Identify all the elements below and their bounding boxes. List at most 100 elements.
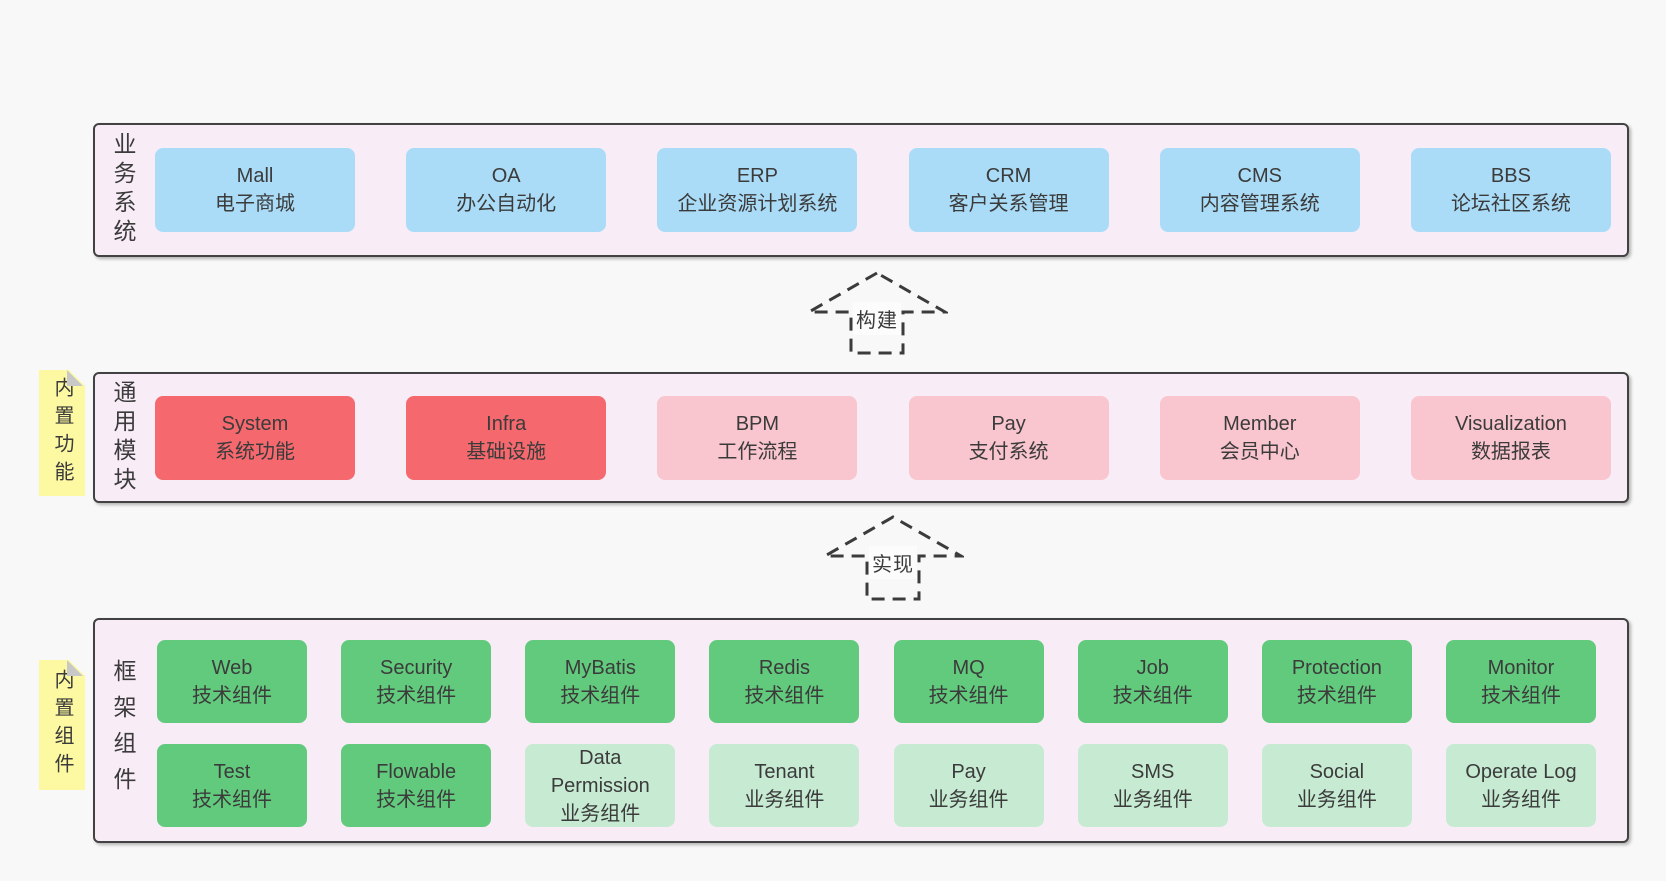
module-box-bpm: BPM 工作流程: [657, 395, 858, 480]
component-box-redis: Redis 技术组件: [709, 640, 860, 723]
module-title: ERP: [736, 165, 778, 187]
component-title: Monitor: [1487, 656, 1555, 679]
component-title: Security: [380, 656, 453, 679]
note-fold-corner-icon: [67, 370, 83, 386]
note-fold-corner-icon: [67, 660, 83, 676]
component-title: Web: [211, 656, 253, 679]
component-subtitle: 业务组件: [1296, 788, 1377, 811]
component-title: Test: [213, 760, 251, 783]
up-block-arrow-icon: [806, 271, 948, 355]
module-box-mall: Mall 电子商城: [155, 148, 355, 232]
component-subtitle: 业务组件: [744, 788, 825, 811]
builtin-components-note: 内置组件: [39, 660, 85, 790]
component-box-mybatis: MyBatis 技术组件: [525, 640, 676, 723]
component-box-flowable: Flowable 技术组件: [341, 744, 492, 827]
component-box-protection: Protection 技术组件: [1261, 640, 1412, 723]
business-systems-label: 业务系统: [110, 132, 136, 248]
component-box-security: Security 技术组件: [341, 640, 492, 723]
module-title: BBS: [1490, 165, 1531, 187]
module-title: CMS: [1237, 165, 1282, 187]
component-title: Pay: [951, 760, 986, 783]
common-modules-label: 通用模块: [110, 379, 136, 496]
component-subtitle: 业务组件: [560, 802, 641, 825]
component-box-monitor: Monitor 技术组件: [1445, 640, 1596, 723]
builtin-components-note-label: 内置组件: [51, 669, 73, 781]
component-box-sms: SMS 业务组件: [1077, 744, 1228, 827]
framework-components-container: 框架组件 Web 技术组件 Security 技术组件 MyBatis 技术组件…: [93, 618, 1629, 843]
module-box-erp: ERP 企业资源计划系统: [657, 148, 858, 232]
module-box-cms: CMS 内容管理系统: [1159, 148, 1360, 232]
module-title: System: [221, 412, 289, 435]
implement-arrow-label: 实现: [869, 546, 917, 579]
module-subtitle: 内容管理系统: [1199, 193, 1320, 215]
module-subtitle: 支付系统: [968, 440, 1049, 463]
build-arrow: 构建: [806, 270, 948, 356]
component-box-operate-log: Operate Log 业务组件: [1445, 744, 1596, 827]
component-subtitle: 技术组件: [192, 684, 272, 707]
build-arrow-label: 构建: [853, 302, 901, 335]
component-title: Job: [1136, 656, 1169, 679]
component-subtitle: 业务组件: [928, 788, 1009, 811]
module-subtitle: 电子商城: [215, 193, 295, 215]
component-subtitle: 业务组件: [1480, 788, 1561, 811]
module-subtitle: 会员中心: [1219, 440, 1300, 463]
framework-components-label: 框架组件: [110, 658, 136, 803]
component-box-web: Web 技术组件: [157, 640, 307, 723]
builtin-features-note-label: 内置功能: [51, 377, 73, 489]
component-title: MQ: [952, 656, 985, 679]
module-subtitle: 工作流程: [717, 440, 798, 463]
module-box-oa: OA 办公自动化: [406, 148, 607, 232]
component-box-mq: MQ 技术组件: [893, 640, 1044, 723]
component-box-test: Test 技术组件: [157, 744, 307, 827]
module-subtitle: 客户关系管理: [948, 193, 1069, 215]
component-box-data-permission: Data Permission 业务组件: [525, 744, 676, 827]
component-box-job: Job 技术组件: [1077, 640, 1228, 723]
component-subtitle: 技术组件: [376, 684, 457, 707]
component-subtitle: 技术组件: [376, 788, 457, 811]
framework-components-row-1: Web 技术组件 Security 技术组件 MyBatis 技术组件 Redi…: [157, 640, 1596, 723]
component-title: Data Permission: [550, 746, 650, 797]
module-subtitle: 系统功能: [215, 440, 295, 463]
builtin-features-note: 内置功能: [39, 370, 85, 496]
module-subtitle: 基础设施: [466, 440, 547, 463]
component-subtitle: 技术组件: [1296, 684, 1377, 707]
module-box-member: Member 会员中心: [1159, 395, 1360, 480]
component-subtitle: 技术组件: [1112, 684, 1193, 707]
module-box-bbs: BBS 论坛社区系统: [1410, 148, 1611, 232]
module-box-infra: Infra 基础设施: [406, 395, 607, 480]
common-modules-container: 通用模块 System 系统功能 Infra 基础设施 BPM 工作流程 Pay…: [93, 372, 1629, 503]
common-modules-row: System 系统功能 Infra 基础设施 BPM 工作流程 Pay 支付系统…: [155, 395, 1611, 480]
module-box-crm: CRM 客户关系管理: [908, 148, 1109, 232]
component-subtitle: 技术组件: [560, 684, 641, 707]
module-title: Visualization: [1454, 412, 1567, 435]
component-title: Flowable: [376, 760, 457, 783]
component-subtitle: 技术组件: [928, 684, 1009, 707]
module-title: Infra: [486, 412, 527, 435]
component-title: SMS: [1131, 760, 1175, 783]
component-box-pay: Pay 业务组件: [893, 744, 1044, 827]
module-title: Pay: [991, 412, 1026, 435]
module-subtitle: 企业资源计划系统: [677, 193, 838, 215]
module-subtitle: 论坛社区系统: [1450, 193, 1571, 215]
component-title: Protection: [1291, 656, 1382, 679]
module-title: BPM: [735, 412, 780, 435]
component-box-social: Social 业务组件: [1261, 744, 1412, 827]
up-block-arrow-icon: [822, 515, 964, 601]
module-title: Member: [1223, 412, 1297, 435]
business-systems-container: 业务系统 Mall 电子商城 OA 办公自动化 ERP 企业资源计划系统 CRM…: [93, 123, 1629, 257]
module-subtitle: 数据报表: [1470, 440, 1551, 463]
component-title: Redis: [758, 656, 810, 679]
module-subtitle: 办公自动化: [456, 193, 557, 215]
component-title: Operate Log: [1465, 760, 1577, 783]
component-title: Tenant: [754, 760, 815, 783]
component-box-tenant: Tenant 业务组件: [709, 744, 860, 827]
module-title: Mall: [236, 165, 274, 187]
module-box-system: System 系统功能: [155, 395, 355, 480]
component-title: Social: [1309, 760, 1365, 783]
framework-components-row-2: Test 技术组件 Flowable 技术组件 Data Permission …: [157, 744, 1596, 827]
module-title: CRM: [985, 165, 1032, 187]
module-box-visualization: Visualization 数据报表: [1410, 395, 1611, 480]
component-title: MyBatis: [564, 656, 636, 679]
implement-arrow: 实现: [822, 514, 964, 602]
component-subtitle: 技术组件: [192, 788, 272, 811]
